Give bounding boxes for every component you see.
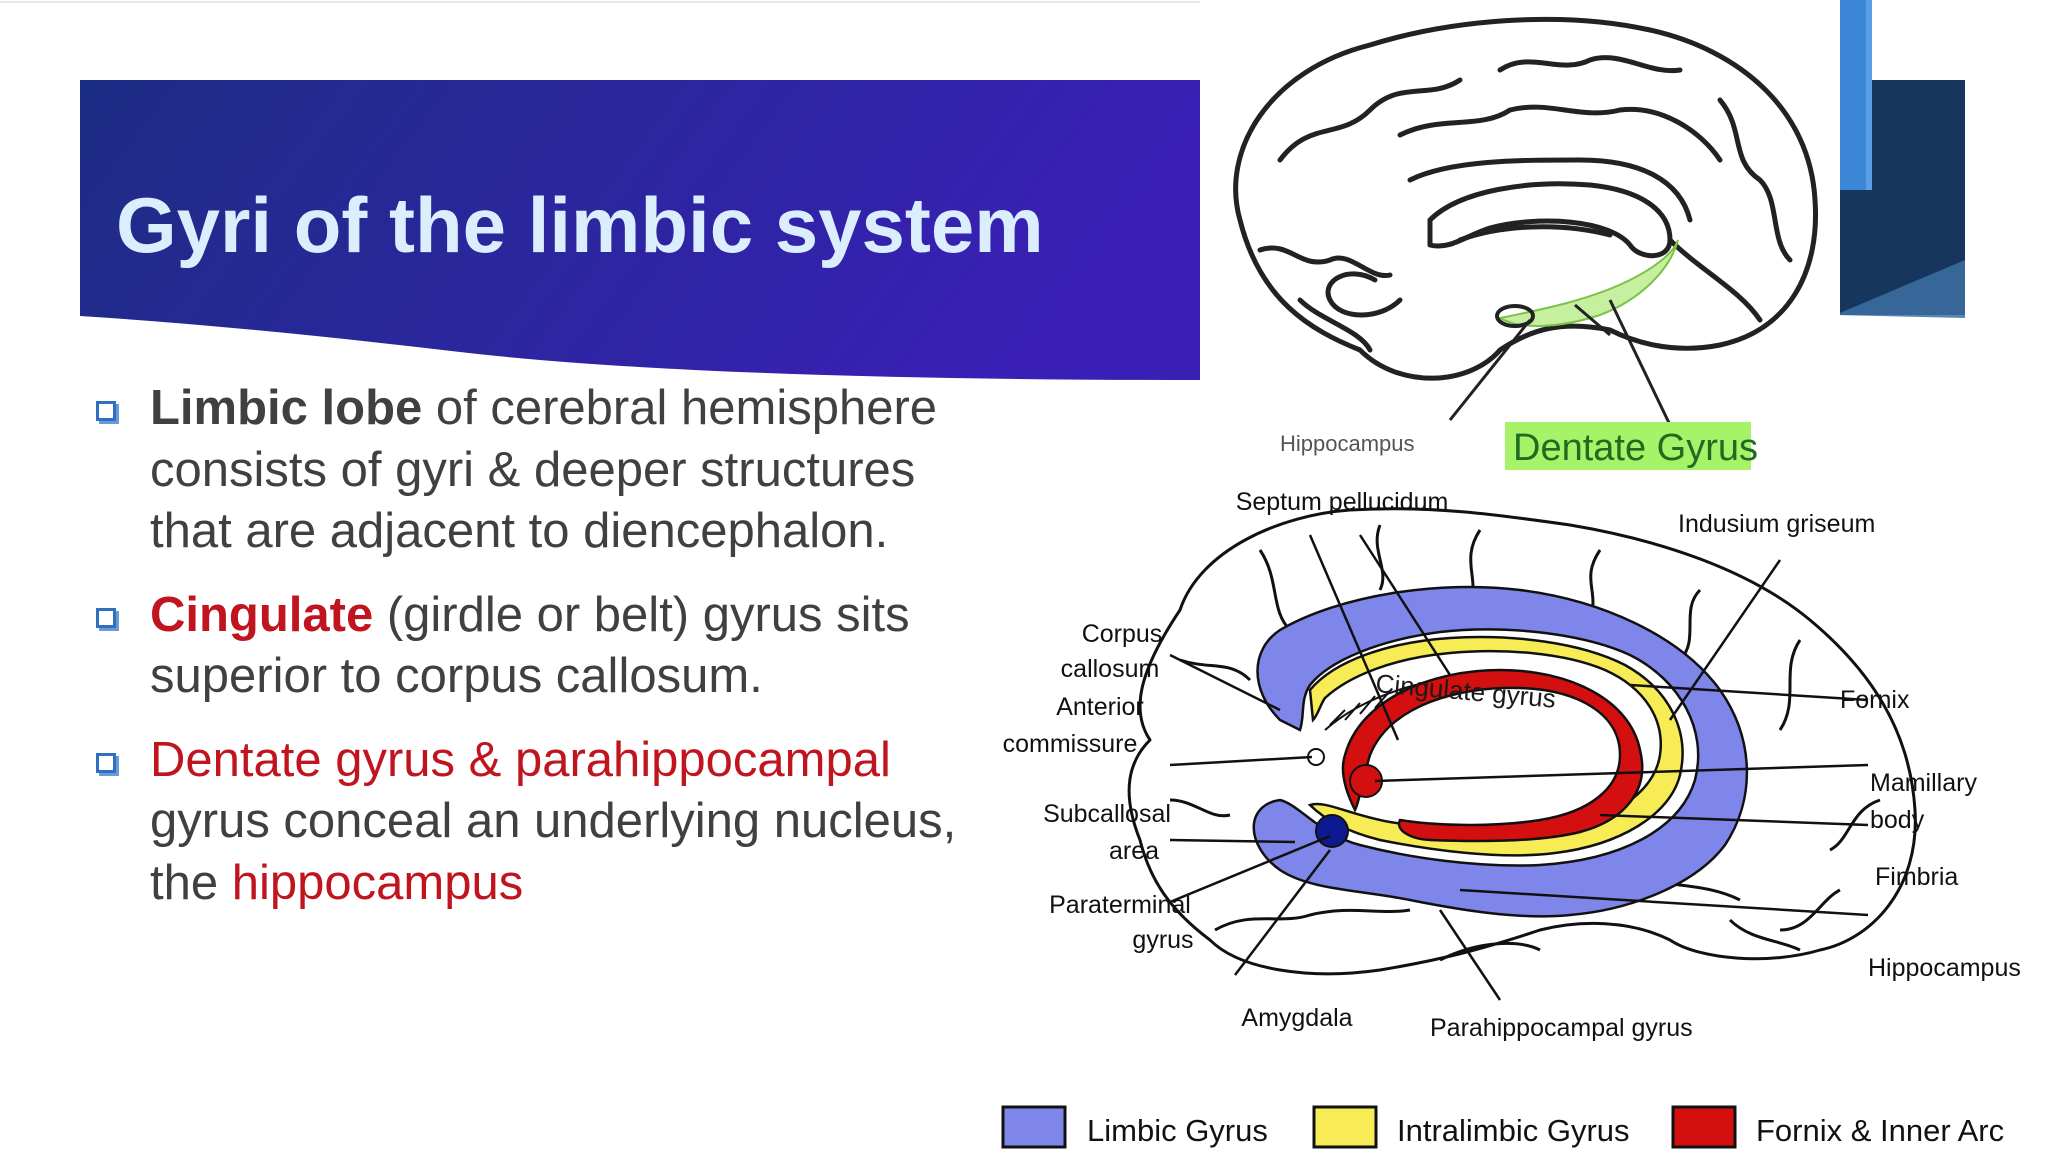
- label-subcallosal-1: Subcallosal: [1043, 800, 1171, 828]
- label-paraterminal-1: Paraterminal: [1049, 891, 1191, 919]
- intralimbic-gyrus-region: [1307, 635, 1684, 857]
- legend-swatch-limbic: [1001, 1105, 1067, 1149]
- bullet-3-text: gyrus conceal an underlying nucleus, the: [150, 794, 957, 910]
- legend-swatch-intralimbic: [1312, 1105, 1378, 1149]
- bullet-3-term: Dentate gyrus & parahippocampal: [150, 732, 891, 787]
- label-corpus-2: callosum: [1061, 655, 1160, 683]
- limbic-gyrus-region: [1252, 585, 1749, 918]
- dentate-gyrus-highlight: [1497, 239, 1679, 327]
- bullet-1-term: Limbic lobe: [150, 381, 423, 435]
- bullet-limbic-lobe: Limbic lobe of cerebral hemisphere consi…: [94, 378, 974, 563]
- label-septum-pellucidum: Septum pellucidum: [1236, 488, 1449, 516]
- checkbox-bullet-icon: [96, 607, 116, 628]
- slate-accent-triangle: [1835, 260, 1965, 318]
- brain-outline: [1233, 16, 1819, 381]
- amygdala: [1315, 814, 1349, 848]
- label-anterior-2: commissure: [1003, 730, 1138, 758]
- label-indusium-griseum: Indusium griseum: [1678, 510, 1875, 538]
- checkbox-bullet-icon: [96, 752, 116, 773]
- label-hippocampus: Hippocampus: [1868, 954, 2021, 982]
- bullet-3-term-hippocampus: hippocampus: [231, 855, 524, 910]
- slide-title: Gyri of the limbic system: [116, 181, 1044, 269]
- label-amygdala: Amygdala: [1241, 1004, 1352, 1032]
- brain-outline: [1127, 507, 1917, 976]
- checkbox-bullet-icon: [96, 401, 116, 421]
- dentate-gyrus-label: Dentate Gyrus: [1513, 427, 1758, 469]
- bullet-2-term: Cingulate: [150, 587, 374, 642]
- hippocampus-label: Hippocampus: [1280, 431, 1415, 456]
- leader-lines: [1169, 534, 1869, 1001]
- title-banner-shape: [80, 80, 1200, 380]
- corpus-callosum-outline: [1427, 181, 1673, 259]
- legend-label-fornix: Fornix & Inner Arc: [1756, 1113, 2004, 1148]
- label-subcallosal-2: area: [1109, 837, 1159, 865]
- label-mamillary-1: Mamillary: [1870, 769, 1977, 797]
- dentate-gyrus-figure: Hippocampus Dentate Gyrus: [1200, 0, 1840, 470]
- legend-swatch-fornix: [1671, 1105, 1737, 1149]
- bullet-2-text: (girdle or belt) gyrus sits superior to …: [150, 587, 910, 704]
- label-paraterminal-2: gyrus: [1132, 926, 1193, 954]
- label-fornix: Fornix: [1840, 686, 1910, 714]
- fornix-region: [1341, 668, 1644, 843]
- legend-label-intralimbic: Intralimbic Gyrus: [1397, 1113, 1630, 1148]
- limbic-system-figure: Cingulate gyrus Septum pellucidum Corpus…: [980, 470, 2048, 1152]
- label-parahippocampal-gyrus: Parahippocampal gyrus: [1430, 1014, 1693, 1042]
- bullet-cingulate: Cingulate (girdle or belt) gyrus sits su…: [94, 585, 974, 708]
- label-fimbria: Fimbria: [1875, 863, 1958, 891]
- label-corpus-1: Corpus: [1082, 620, 1163, 648]
- label-mamillary-2: body: [1870, 806, 1925, 834]
- dentate-gyrus-label-bg: [1505, 422, 1751, 470]
- bullet-1-text: of cerebral hemisphere consists of gyri …: [150, 381, 938, 558]
- bullet-list: Limbic lobe of cerebral hemisphere consi…: [94, 378, 974, 936]
- legend-label-limbic: Limbic Gyrus: [1087, 1113, 1268, 1148]
- legend: Limbic Gyrus Intralimbic Gyrus Fornix & …: [1001, 1105, 2004, 1149]
- bullet-dentate: Dentate gyrus & parahippocampal gyrus co…: [94, 730, 974, 915]
- label-anterior-1: Anterior: [1056, 693, 1144, 721]
